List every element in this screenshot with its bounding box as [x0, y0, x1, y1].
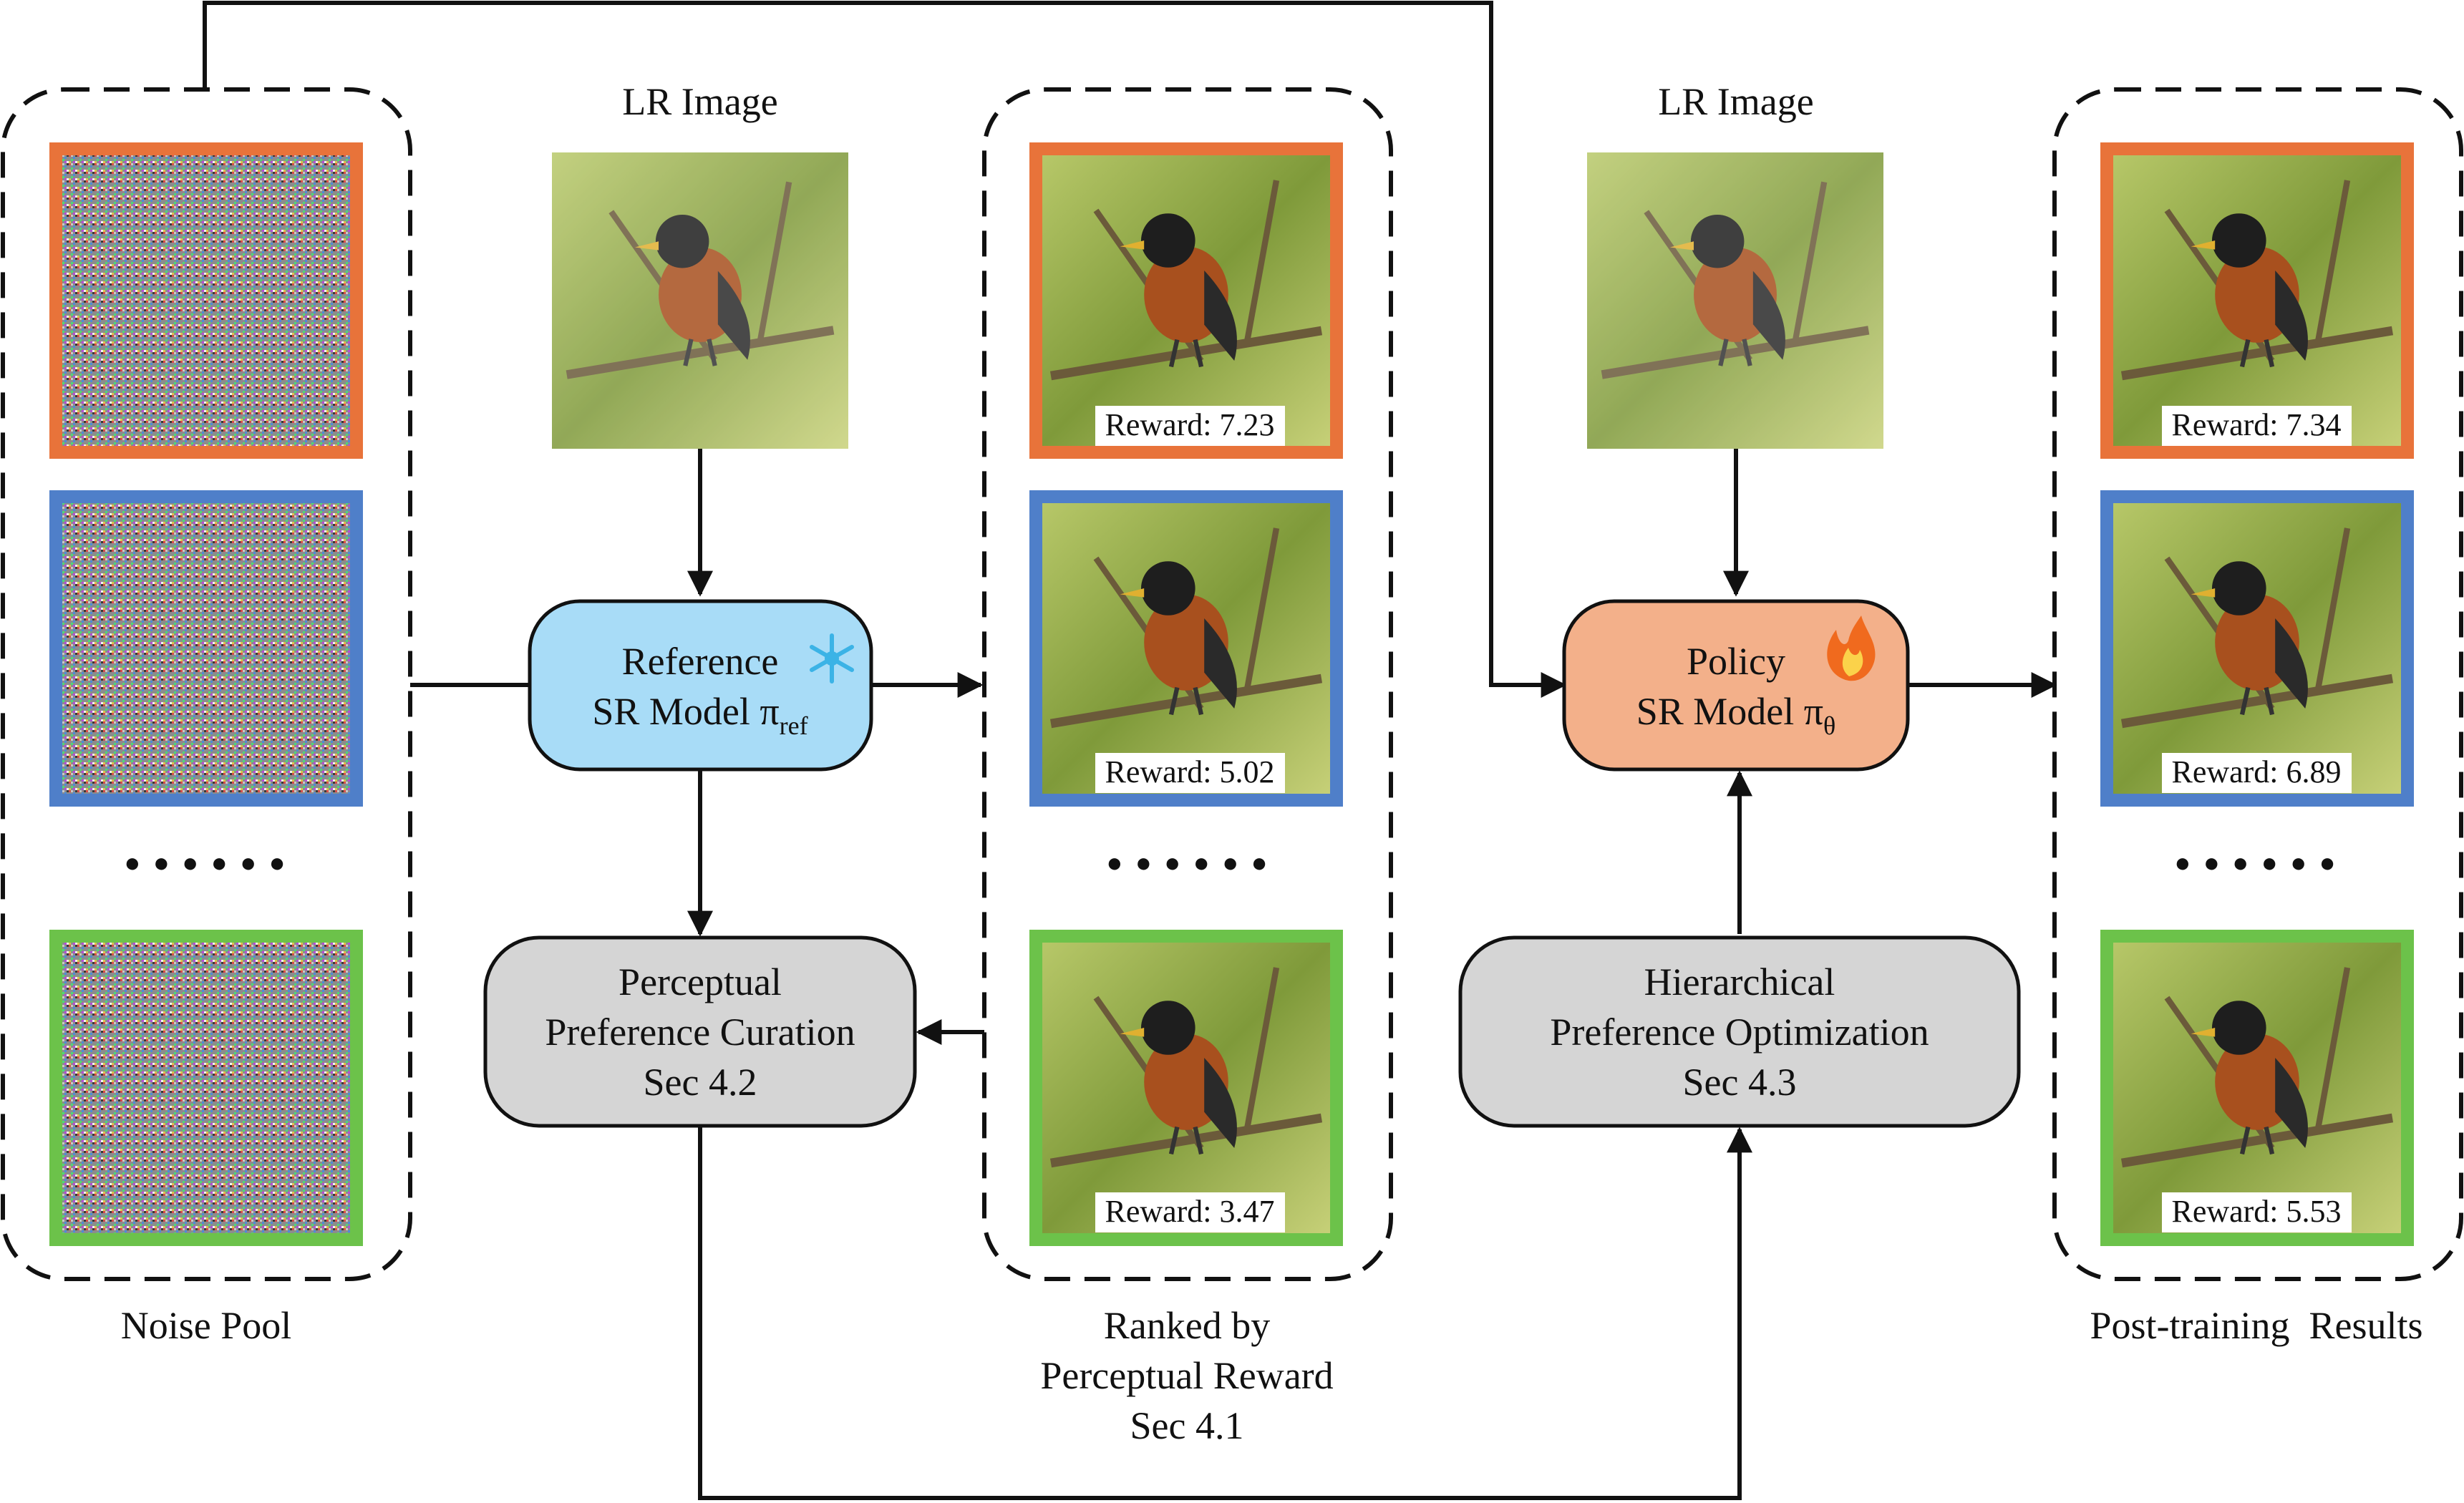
- lr-image-label-left: LR Image: [622, 80, 777, 123]
- hierarchical-line1: Hierarchical: [1644, 960, 1835, 1003]
- perceptual-line2: Preference Curation: [545, 1011, 855, 1054]
- noise-ellipsis: ● ● ● ● ● ●: [124, 848, 288, 878]
- policy-model-box: Policy SR Model πθ: [1562, 599, 1910, 772]
- ranked-reward-3: Reward: 3.47: [1105, 1194, 1274, 1229]
- ranked-reward-1: Reward: 7.23: [1105, 407, 1274, 442]
- perceptual-line3: Sec 4.2: [644, 1061, 757, 1104]
- ranked-image-orange: Reward: 7.23: [1029, 142, 1343, 459]
- post-image-blue: Reward: 6.89: [2100, 490, 2414, 807]
- post-training-frame: [2052, 87, 2463, 1281]
- policy-line2-wrap: SR Model πθ: [1636, 690, 1836, 740]
- post-reward-1: Reward: 7.34: [2171, 407, 2341, 442]
- noise-pool-frame: [1, 87, 412, 1281]
- post-image-green: Reward: 5.53: [2100, 930, 2414, 1246]
- green-border: [49, 930, 363, 1246]
- flame-icon: [1827, 616, 1876, 681]
- reference-line2-wrap: SR Model πref: [592, 690, 807, 740]
- hierarchical-line2: Preference Optimization: [1550, 1011, 1929, 1054]
- ranked-reward-2: Reward: 5.02: [1105, 754, 1274, 789]
- noise-image-green: [49, 930, 363, 1246]
- policy-subscript: θ: [1823, 711, 1835, 740]
- perceptual-curation-box: Perceptual Preference Curation Sec 4.2: [483, 935, 917, 1128]
- reference-line2: SR Model π: [592, 690, 779, 733]
- reference-line1: Reference: [622, 640, 779, 683]
- policy-line2: SR Model π: [1636, 690, 1823, 733]
- ranked-image-green: Reward: 3.47: [1029, 930, 1343, 1246]
- ranked-label-line2: Perceptual Reward: [1040, 1354, 1333, 1397]
- lr-image-label-right: LR Image: [1658, 80, 1813, 123]
- reference-model-box: Reference SR Model πref: [528, 599, 873, 772]
- post-image-orange: Reward: 7.34: [2100, 142, 2414, 459]
- noise-image-blue: [49, 490, 363, 807]
- orange-border: [49, 142, 363, 459]
- blue-border: [49, 490, 363, 807]
- perceptual-line1: Perceptual: [619, 960, 782, 1003]
- hierarchical-optimization-box: Hierarchical Preference Optimization Sec…: [1458, 935, 2021, 1128]
- post-training-label: Post-training Results: [2090, 1304, 2422, 1347]
- lr-bird-image-right: [1587, 152, 1883, 449]
- noise-to-policy-line: [203, 1, 1567, 698]
- post-reward-2: Reward: 6.89: [2171, 754, 2341, 789]
- ranked-image-blue: Reward: 5.02: [1029, 490, 1343, 807]
- post-reward-3: Reward: 5.53: [2171, 1194, 2341, 1229]
- snowflake-icon: [810, 633, 854, 684]
- ranked-frame: [982, 87, 1393, 1281]
- noise-image-orange: [49, 142, 363, 459]
- post-ellipsis: ● ● ● ● ● ●: [2174, 848, 2338, 878]
- noise-pool-label: Noise Pool: [121, 1304, 292, 1347]
- ranked-label-line1: Ranked by: [1104, 1304, 1270, 1347]
- ranked-ellipsis: ● ● ● ● ● ●: [1106, 848, 1270, 878]
- lr-bird-image-left: [552, 152, 848, 449]
- policy-line1: Policy: [1687, 640, 1785, 683]
- ranked-label-line3: Sec 4.1: [1130, 1404, 1244, 1447]
- hierarchical-line3: Sec 4.3: [1683, 1061, 1797, 1104]
- reference-subscript: ref: [780, 711, 808, 740]
- curation-to-optimization-line: [698, 1126, 1752, 1500]
